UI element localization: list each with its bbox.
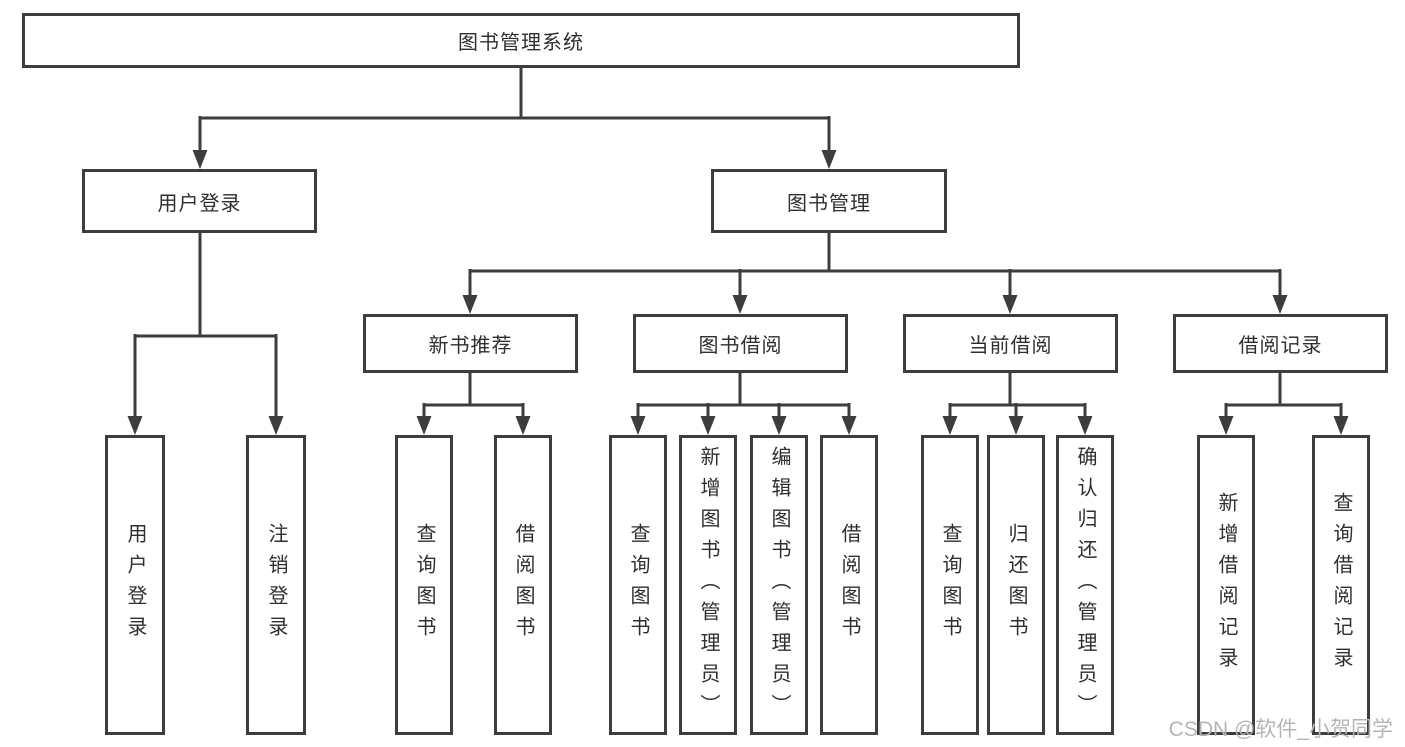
leaf-label: 查询图书 — [413, 523, 435, 647]
node-current-borrow: 当前借阅 — [903, 314, 1118, 373]
leaf-label: 借阅图书 — [512, 523, 534, 647]
leaf-logout: 注销登录 — [246, 435, 306, 735]
node-label: 新书推荐 — [428, 335, 513, 357]
leaf-borrow-edit-books-admin: 编辑图书（管理员） — [750, 435, 808, 735]
leaf-borrow-query-books: 查询图书 — [609, 435, 667, 735]
leaf-records-query-record: 查询借阅记录 — [1312, 435, 1370, 735]
node-book-borrow: 图书借阅 — [633, 314, 848, 373]
leaf-label: 查询图书 — [627, 523, 649, 647]
node-borrow-records: 借阅记录 — [1173, 314, 1388, 373]
csdn-watermark: CSDN @软件_小贺同学 — [1168, 718, 1393, 741]
tree-edges — [133, 68, 1343, 418]
leaf-borrow-borrow-books: 借阅图书 — [820, 435, 878, 735]
leaf-borrow-add-books-admin: 新增图书（管理员） — [679, 435, 737, 735]
node-label: 图书管理 — [787, 192, 871, 215]
leaf-current-confirm-return-admin: 确认归还（管理员） — [1056, 435, 1114, 735]
node-new-book-recommend: 新书推荐 — [363, 314, 578, 373]
node-user-login: 用户登录 — [82, 169, 317, 233]
leaf-label: 注销登录 — [265, 523, 287, 647]
leaf-user-login: 用户登录 — [105, 435, 165, 735]
node-label: 当前借阅 — [968, 335, 1053, 357]
leaf-label: 编辑图书（管理员） — [768, 445, 790, 725]
node-library-management-system: 图书管理系统 — [22, 13, 1020, 68]
node-label: 借阅记录 — [1238, 335, 1323, 357]
leaf-label: 新增借阅记录 — [1215, 492, 1237, 678]
leaf-label: 用户登录 — [124, 523, 146, 647]
leaf-newbooks-borrow-books: 借阅图书 — [494, 435, 552, 735]
arrowheads — [127, 150, 1349, 435]
node-label: 图书管理系统 — [458, 32, 584, 54]
leaf-label: 确认归还（管理员） — [1074, 445, 1096, 725]
leaf-records-add-record: 新增借阅记录 — [1197, 435, 1255, 735]
leaf-label: 新增图书（管理员） — [697, 445, 719, 725]
node-label: 用户登录 — [157, 192, 242, 215]
leaf-newbooks-query-books: 查询图书 — [395, 435, 453, 735]
leaf-current-return-books: 归还图书 — [987, 435, 1045, 735]
leaf-label: 查询图书 — [939, 523, 961, 647]
leaf-current-query-books: 查询图书 — [921, 435, 979, 735]
leaf-label: 查询借阅记录 — [1330, 492, 1352, 678]
leaf-label: 归还图书 — [1005, 523, 1027, 647]
node-label: 图书借阅 — [698, 335, 783, 357]
leaf-label: 借阅图书 — [838, 523, 860, 647]
node-book-management: 图书管理 — [711, 169, 947, 233]
